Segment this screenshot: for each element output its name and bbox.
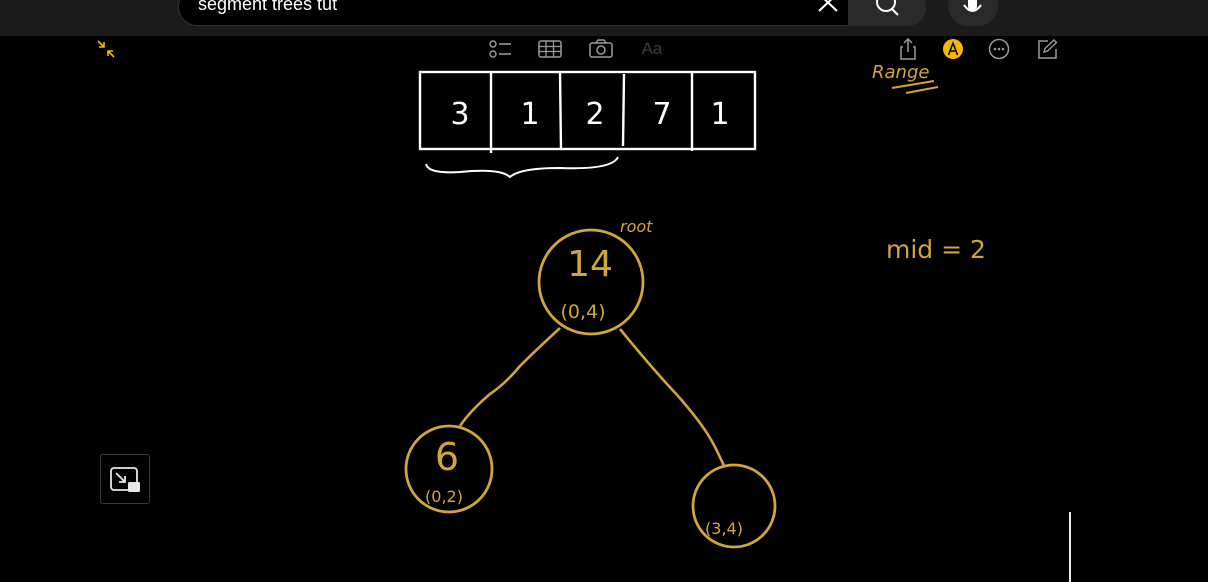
pip-button[interactable]: [100, 454, 150, 504]
array-box: [418, 70, 757, 153]
close-icon: [818, 0, 838, 12]
markup-pen-icon: [943, 39, 963, 59]
compose-icon: [1038, 39, 1058, 59]
table-button[interactable]: [535, 36, 565, 62]
array-cell: 1: [710, 97, 729, 132]
tree-node-left: [404, 424, 494, 514]
root-label: root: [620, 217, 653, 236]
array-cell: 7: [652, 97, 671, 132]
node-value: 6: [435, 435, 459, 479]
voice-search-button[interactable]: [948, 0, 998, 26]
clear-search-button[interactable]: [806, 0, 846, 26]
new-note-button[interactable]: [1032, 36, 1062, 62]
array-cell: 1: [520, 97, 539, 132]
ellipsis-circle-icon: [988, 38, 1010, 60]
node-range: (3,4): [705, 519, 743, 538]
tree-edge-left: [458, 327, 561, 427]
underbrace: [425, 156, 619, 179]
microphone-icon: [963, 0, 982, 12]
checklist-button[interactable]: [485, 36, 515, 62]
mid-label: mid = 2: [886, 235, 986, 264]
tree-node-right: [691, 463, 777, 549]
search-box[interactable]: [178, 0, 926, 26]
search-button[interactable]: [848, 0, 926, 26]
search-icon: [876, 0, 899, 16]
share-icon: [900, 37, 916, 60]
picture-in-picture-icon: [110, 467, 140, 492]
drawing-canvas[interactable]: 3 1 2 7 1 Range mid = 2 root 14 (0,4) 6 …: [0, 36, 1208, 582]
node-range: (0,2): [425, 487, 463, 506]
format-text-button[interactable]: Aa: [641, 39, 663, 58]
array-cell: 3: [450, 97, 469, 132]
checklist-icon: [489, 40, 511, 58]
range-label: Range: [872, 62, 929, 83]
more-options-button[interactable]: [984, 36, 1014, 62]
node-value: 14: [567, 244, 613, 285]
collapse-arrows-icon: [97, 40, 115, 58]
markup-button[interactable]: [938, 36, 968, 62]
node-range: (0,4): [560, 301, 605, 323]
camera-icon: [589, 39, 613, 58]
search-input[interactable]: segment trees tut: [198, 0, 338, 14]
scrollbar-thumb[interactable]: [1069, 512, 1071, 582]
tree-node-root: [537, 228, 645, 336]
camera-button[interactable]: [586, 36, 616, 62]
share-button[interactable]: [893, 36, 923, 62]
array-cell: 2: [585, 97, 604, 132]
table-icon: [538, 40, 562, 58]
exit-fullscreen-button[interactable]: [91, 36, 121, 62]
range-underline: [891, 80, 939, 94]
tree-edge-right: [618, 328, 726, 467]
